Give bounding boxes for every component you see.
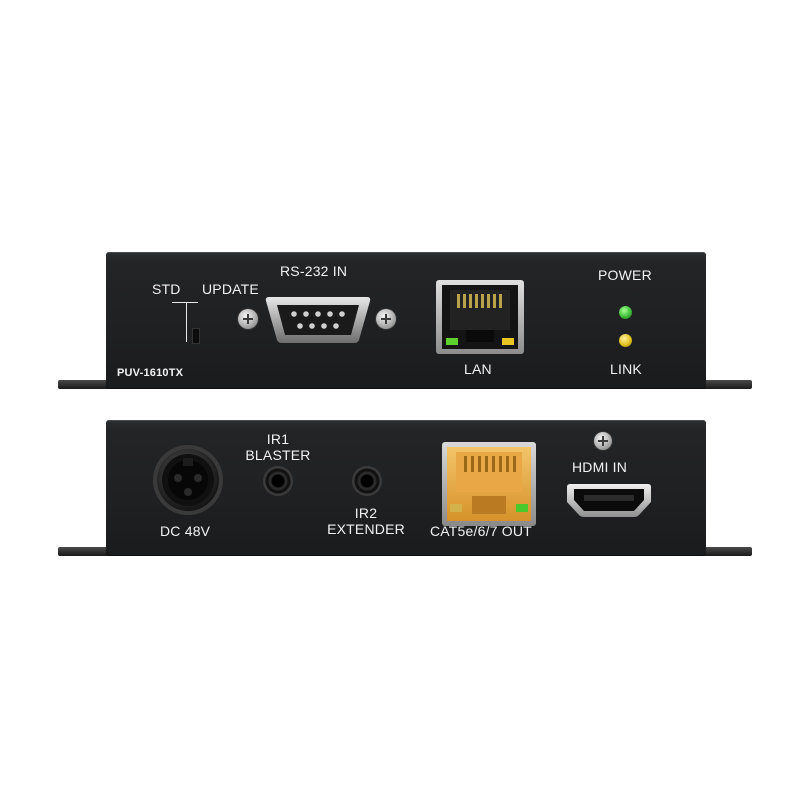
rs232-label: RS-232 IN bbox=[280, 263, 348, 279]
mode-switch-divider bbox=[172, 302, 198, 303]
bottom-panel: DC 48V IR1 BLASTER IR2 EXTENDER bbox=[106, 420, 706, 556]
link-label: LINK bbox=[610, 361, 642, 377]
model-label: PUV-1610TX bbox=[117, 367, 184, 379]
top-panel: STD UPDATE PUV-1610TX RS-232 IN bbox=[106, 252, 706, 389]
rs232-left-screw bbox=[238, 309, 258, 329]
hdmi-label: HDMI IN bbox=[572, 459, 628, 475]
cat-out-label: CAT5e/6/7 OUT bbox=[430, 523, 532, 539]
dc-power-port[interactable] bbox=[152, 444, 224, 516]
update-label: UPDATE bbox=[202, 281, 259, 297]
link-led bbox=[619, 334, 632, 347]
dc-label: DC 48V bbox=[160, 523, 211, 539]
mode-switch[interactable] bbox=[192, 328, 200, 344]
ir2-label-line1: IR2 bbox=[354, 505, 378, 521]
power-label: POWER bbox=[598, 267, 652, 283]
mode-switch-divider-stem bbox=[186, 302, 187, 342]
ir2-extender-jack[interactable] bbox=[352, 466, 382, 496]
ir1-blaster-jack[interactable] bbox=[263, 466, 293, 496]
ir1-label-line1: IR1 bbox=[266, 431, 290, 447]
rs232-port[interactable] bbox=[263, 292, 373, 347]
rs232-right-screw bbox=[376, 309, 396, 329]
std-label: STD bbox=[152, 281, 181, 297]
lan-port[interactable] bbox=[436, 280, 524, 354]
power-led bbox=[619, 306, 632, 319]
ir2-label-line2: EXTENDER bbox=[327, 521, 405, 537]
ir1-label-line2: BLASTER bbox=[245, 447, 311, 463]
hdmi-in-port[interactable] bbox=[566, 482, 652, 518]
lan-label: LAN bbox=[464, 361, 492, 377]
hdmi-ground-screw bbox=[594, 432, 612, 450]
cat-out-port[interactable] bbox=[442, 442, 536, 526]
